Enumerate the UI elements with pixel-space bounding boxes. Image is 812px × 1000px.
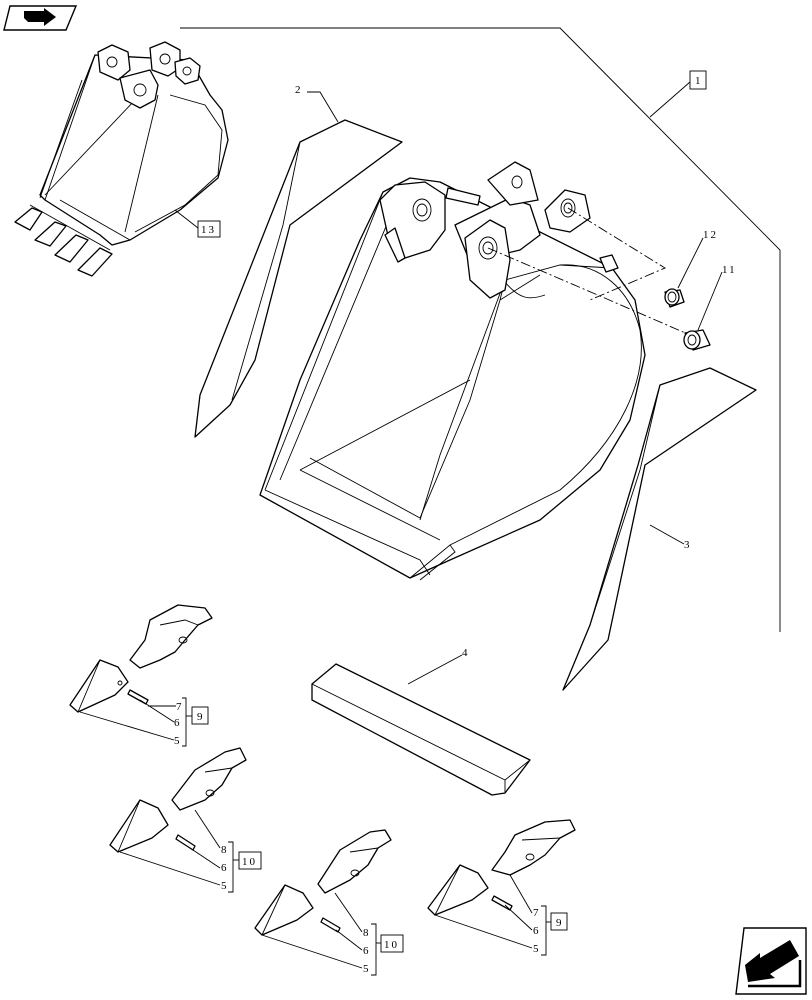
tooth-group-b bbox=[109, 747, 247, 853]
callout-5d: 5 bbox=[533, 943, 541, 955]
callout-5c: 5 bbox=[363, 963, 371, 975]
callout-6d: 6 bbox=[533, 925, 541, 937]
assembly-line-lower bbox=[487, 247, 691, 336]
bushing-11 bbox=[683, 329, 711, 351]
callout-6b: 6 bbox=[221, 862, 229, 874]
previous-page-arrow-icon[interactable] bbox=[735, 927, 807, 995]
svg-text:9: 9 bbox=[556, 917, 564, 929]
bracket-9a bbox=[182, 697, 187, 747]
leader-11 bbox=[697, 271, 723, 331]
callout-3: 3 bbox=[684, 539, 692, 551]
callout-box-10b: 10 bbox=[380, 934, 404, 953]
leader-8a bbox=[194, 809, 221, 849]
callout-5b: 5 bbox=[221, 880, 229, 892]
callout-2: 2 bbox=[295, 84, 303, 96]
callout-5a: 5 bbox=[174, 735, 182, 747]
leader-5d bbox=[434, 914, 533, 949]
assembled-bucket-overview bbox=[14, 41, 229, 277]
callout-box-10a: 10 bbox=[238, 851, 262, 870]
side-plate-left bbox=[194, 119, 403, 438]
bracket-10b bbox=[371, 923, 377, 976]
leader-6a bbox=[139, 699, 175, 723]
callout-box-1: 1 bbox=[689, 70, 707, 90]
leader-3 bbox=[649, 524, 685, 545]
callout-8a: 8 bbox=[221, 844, 229, 856]
callout-12: 12 bbox=[703, 229, 718, 241]
callout-6a: 6 bbox=[174, 717, 182, 729]
callout-11: 11 bbox=[722, 264, 737, 276]
tooth-group-c bbox=[254, 829, 392, 936]
leader-7b bbox=[509, 874, 533, 914]
leader-5b bbox=[119, 851, 221, 886]
bracket-9b bbox=[541, 905, 547, 956]
svg-text:10: 10 bbox=[242, 856, 257, 868]
leader-4 bbox=[407, 654, 463, 685]
callout-box-9b: 9 bbox=[550, 912, 568, 931]
leader-5a bbox=[79, 711, 175, 741]
bucket-body bbox=[259, 161, 646, 581]
tooth-group-a bbox=[69, 604, 213, 713]
svg-text:10: 10 bbox=[384, 939, 399, 951]
leader-5c bbox=[261, 934, 363, 969]
book-arrow-icon[interactable] bbox=[3, 5, 78, 31]
svg-text:9: 9 bbox=[197, 711, 205, 723]
leader-6c bbox=[335, 929, 363, 951]
callout-box-9a: 9 bbox=[191, 706, 209, 725]
callout-6c: 6 bbox=[363, 945, 371, 957]
cutting-edge bbox=[311, 663, 531, 796]
svg-text:13: 13 bbox=[201, 224, 216, 236]
callout-8b: 8 bbox=[363, 927, 371, 939]
svg-text:1: 1 bbox=[695, 75, 703, 87]
bushing-12 bbox=[664, 288, 685, 308]
leader-8b bbox=[334, 892, 363, 933]
callout-7b: 7 bbox=[533, 907, 541, 919]
leader-12 bbox=[677, 237, 704, 289]
leader-1 bbox=[649, 81, 691, 118]
leader-13 bbox=[174, 209, 199, 229]
leader-6b bbox=[189, 847, 221, 869]
callout-4: 4 bbox=[462, 647, 470, 659]
assembly-line-upper bbox=[567, 207, 666, 301]
assembly-bracket-line bbox=[180, 27, 781, 632]
leader-2 bbox=[307, 91, 339, 123]
callout-box-13: 13 bbox=[197, 220, 221, 238]
leader-6d bbox=[504, 904, 533, 931]
callout-7a: 7 bbox=[176, 701, 184, 713]
side-plate-right bbox=[562, 367, 757, 691]
tooth-group-d bbox=[427, 819, 576, 916]
bracket-10a bbox=[228, 841, 234, 893]
